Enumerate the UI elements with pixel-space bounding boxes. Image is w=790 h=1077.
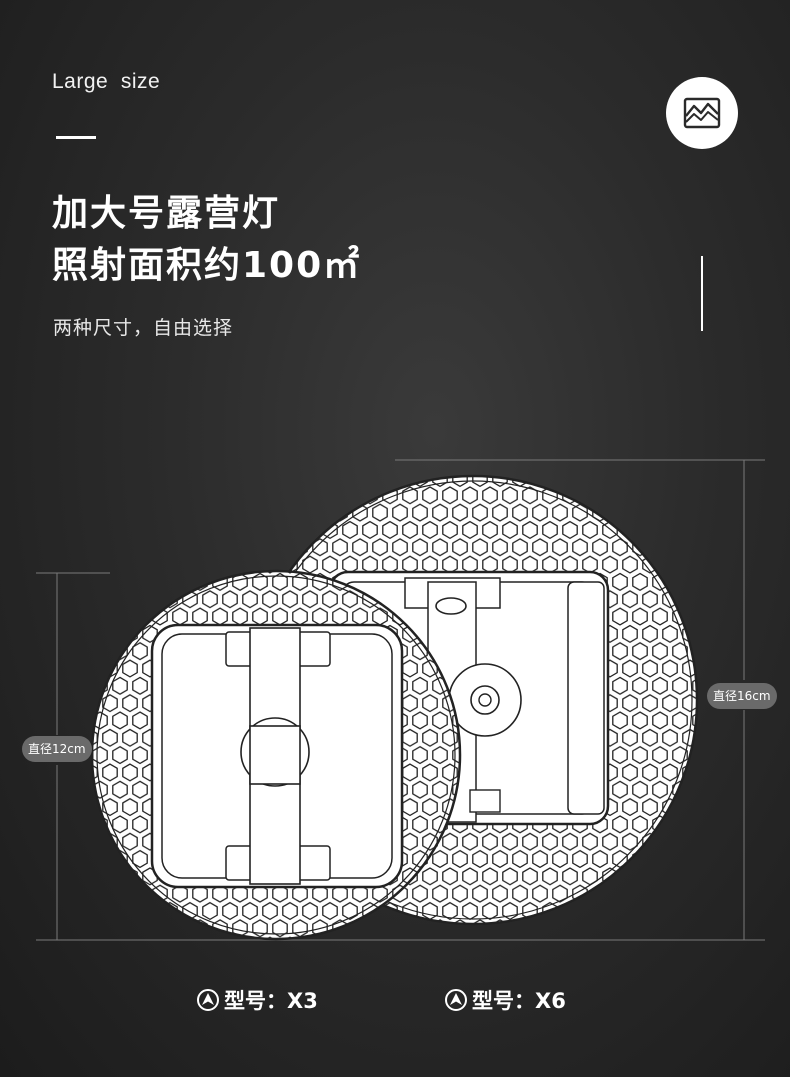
model-x3: 型号：X3 bbox=[196, 985, 318, 1015]
model-x6: 型号：X6 bbox=[444, 985, 566, 1015]
title-divider bbox=[56, 136, 96, 139]
dimension-label-small: 直径12cm bbox=[22, 736, 92, 762]
model-x3-label: 型号：X3 bbox=[224, 989, 318, 1013]
circle-arrow-up-icon bbox=[445, 989, 467, 1011]
mountain-landscape-icon bbox=[683, 97, 721, 129]
lamps-svg bbox=[36, 459, 765, 941]
dimension-label-large: 直径16cm bbox=[707, 683, 777, 709]
badge bbox=[666, 77, 738, 149]
subtitle-en: Large size bbox=[52, 70, 161, 93]
guide-lines bbox=[36, 459, 765, 941]
headline-line-2: 照射面积约100㎡ bbox=[52, 245, 362, 286]
small-lamp-x3 bbox=[90, 569, 462, 941]
model-x6-label: 型号：X6 bbox=[472, 989, 566, 1013]
headline-line-1: 加大号露营灯 bbox=[52, 193, 281, 234]
description: 两种尺寸，自由选择 bbox=[53, 317, 234, 339]
vertical-accent-line bbox=[701, 256, 703, 331]
product-illustration bbox=[0, 440, 790, 960]
circle-arrow-up-icon bbox=[197, 989, 219, 1011]
